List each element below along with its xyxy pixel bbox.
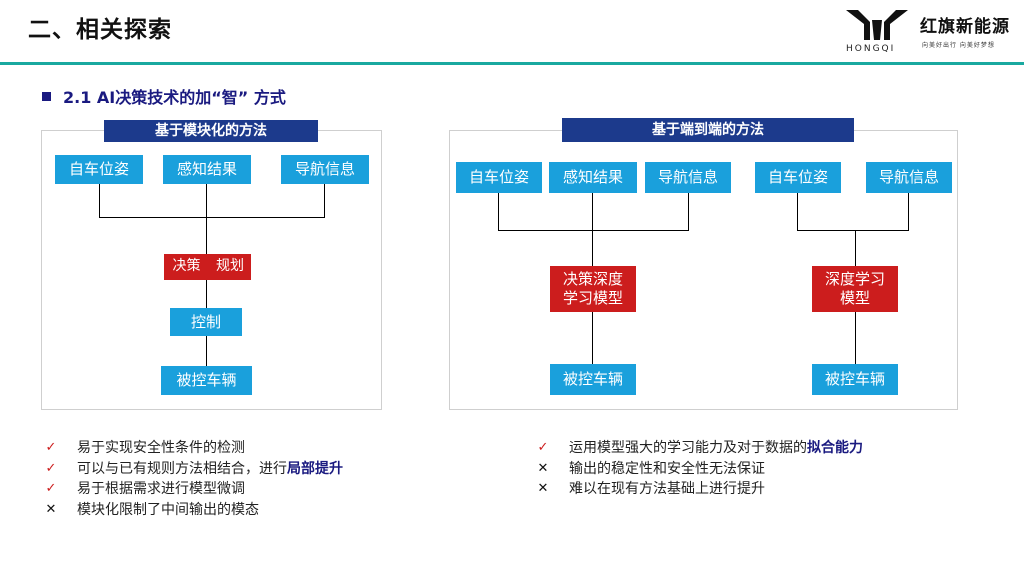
list-item-text: 易于实现安全性条件的检测 (77, 440, 245, 456)
bullet-square-icon (42, 91, 51, 101)
modular-decision-box: 决策 (164, 254, 209, 280)
list-item: ✓ 运用模型强大的学习能力及对于数据的拟合能力 (536, 438, 863, 459)
connector (908, 193, 909, 231)
modular-input-pose: 自车位姿 (55, 155, 143, 184)
connector (99, 184, 100, 218)
list-item: ✕ 模块化限制了中间输出的模态 (44, 500, 343, 521)
list-item-text: 易于根据需求进行模型微调 (77, 481, 245, 497)
connector (206, 280, 207, 308)
section-heading: 2.1 AI决策技术的加“智” 方式 (42, 84, 286, 108)
e2e-panel-title: 基于端到端的方法 (562, 118, 854, 142)
logo-wordmark: HONGQI (846, 44, 896, 54)
header-divider (0, 62, 1024, 65)
connector (797, 193, 798, 231)
modular-pros-cons-list: ✓ 易于实现安全性条件的检测 ✓ 可以与已有规则方法相结合，进行局部提升 ✓ 易… (44, 438, 343, 520)
connector (855, 312, 856, 364)
list-item-text: 难以在现有方法基础上进行提升 (569, 481, 765, 497)
list-item: ✓ 易于实现安全性条件的检测 (44, 438, 343, 459)
e2e-left-input-pose: 自车位姿 (456, 162, 542, 193)
modular-panel-title: 基于模块化的方法 (104, 120, 318, 142)
cross-icon: ✕ (45, 501, 57, 517)
e2e-left-vehicle-box: 被控车辆 (550, 364, 636, 395)
modular-control-box: 控制 (170, 308, 242, 336)
e2e-right-model-line2: 模型 (839, 289, 870, 307)
connector (99, 217, 325, 218)
connector (206, 336, 207, 366)
e2e-right-model-line1: 深度学习 (824, 270, 885, 289)
connector (324, 184, 325, 218)
modular-planning-box: 规划 (209, 254, 251, 280)
e2e-left-model-box: 决策深度 学习模型 (550, 266, 636, 312)
list-item: ✕ 输出的稳定性和安全性无法保证 (536, 459, 863, 480)
connector (498, 193, 499, 231)
e2e-right-vehicle-box: 被控车辆 (812, 364, 898, 395)
connector (206, 184, 207, 218)
hongqi-logo: HONGQI 红旗新能源 向美好出行 向美好梦想 (840, 2, 1024, 60)
connector (797, 230, 909, 231)
hongqi-emblem-icon (846, 10, 908, 40)
connector (688, 193, 689, 231)
cross-icon: ✕ (537, 460, 549, 476)
e2e-right-input-pose: 自车位姿 (755, 162, 841, 193)
section-heading-text: 2.1 AI决策技术的加“智” 方式 (63, 88, 286, 107)
list-item-text: 可以与已有规则方法相结合，进行 (77, 460, 287, 477)
connector (592, 230, 593, 266)
connector (592, 193, 593, 231)
connector (855, 230, 856, 266)
logo-brand-name: 红旗新能源 (920, 17, 1010, 37)
check-icon: ✓ (45, 460, 57, 476)
list-item: ✓ 易于根据需求进行模型微调 (44, 479, 343, 500)
e2e-left-input-perception: 感知结果 (549, 162, 637, 193)
e2e-left-model-line2: 学习模型 (562, 289, 623, 307)
list-item-text: 运用模型强大的学习能力及对于数据的 (569, 440, 807, 456)
e2e-right-model-box: 深度学习 模型 (812, 266, 898, 312)
list-item-highlight: 拟合能力 (807, 440, 863, 456)
e2e-pros-cons-list: ✓ 运用模型强大的学习能力及对于数据的拟合能力 ✕ 输出的稳定性和安全性无法保证… (536, 438, 863, 500)
modular-input-navigation: 导航信息 (281, 155, 369, 184)
list-item-text: 输出的稳定性和安全性无法保证 (569, 460, 765, 477)
cross-icon: ✕ (537, 481, 549, 496)
check-icon: ✓ (45, 440, 57, 455)
connector (206, 217, 207, 254)
e2e-right-input-navigation: 导航信息 (866, 162, 952, 193)
connector (592, 312, 593, 364)
list-item: ✓ 可以与已有规则方法相结合，进行局部提升 (44, 459, 343, 480)
check-icon: ✓ (537, 440, 549, 455)
e2e-left-input-navigation: 导航信息 (645, 162, 731, 193)
list-item-text: 模块化限制了中间输出的模态 (77, 501, 259, 518)
modular-input-perception: 感知结果 (163, 155, 251, 184)
list-item: ✕ 难以在现有方法基础上进行提升 (536, 479, 863, 500)
slide-title: 二、相关探索 (28, 17, 172, 43)
e2e-left-model-line1: 决策深度 (562, 270, 623, 289)
logo-slogan: 向美好出行 向美好梦想 (922, 42, 995, 49)
list-item-highlight: 局部提升 (287, 460, 343, 477)
connector (498, 230, 689, 231)
check-icon: ✓ (45, 481, 57, 496)
modular-vehicle-box: 被控车辆 (161, 366, 252, 395)
